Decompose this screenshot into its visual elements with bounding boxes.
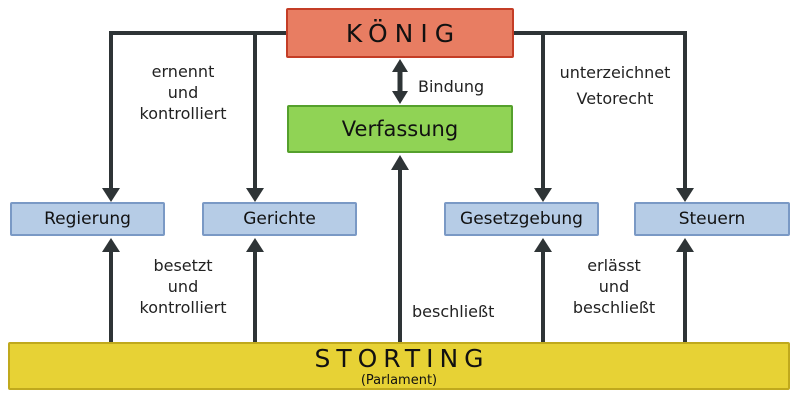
- edge-label-line: und: [167, 83, 199, 102]
- edge-label-line: besetzt: [153, 256, 213, 275]
- arrow-storting-to-gesetzgebung: [534, 238, 552, 342]
- edge-label-erlaesst-und-beschliesst: erlässt und beschließt: [524, 255, 704, 318]
- arrow-koenig-verfassung-bidirectional: [392, 59, 408, 104]
- arrow-koenig-to-steuern: [514, 31, 694, 202]
- arrow-storting-to-steuern: [676, 238, 694, 342]
- edge-label-unterzeichnet-vetorecht: unterzeichnet Vetorecht: [525, 60, 705, 112]
- node-gerichte: Gerichte: [202, 202, 357, 236]
- edge-label-line: und: [167, 277, 199, 296]
- edge-label-beschliesst: beschließt: [406, 301, 522, 322]
- node-gesetzgebung: Gesetzgebung: [444, 202, 599, 236]
- edge-label-besetzt-und-kontrolliert: besetzt und kontrolliert: [93, 255, 273, 318]
- edge-label-line: kontrolliert: [139, 298, 227, 317]
- edge-label-line: und: [598, 277, 630, 296]
- node-regierung: Regierung: [10, 202, 165, 236]
- node-steuern: Steuern: [634, 202, 790, 236]
- edge-label-line: erlässt: [587, 256, 641, 275]
- arrow-storting-to-gerichte: [246, 238, 264, 342]
- storting-subtitle: (Parlament): [360, 372, 438, 388]
- storting-title: STORTING: [314, 343, 490, 373]
- edge-label-line: beschließt: [412, 302, 495, 321]
- edge-label-bindung: Bindung: [418, 76, 508, 97]
- arrow-koenig-to-gesetzgebung: [534, 33, 552, 202]
- edge-label-line: kontrolliert: [139, 104, 227, 123]
- node-verfassung: Verfassung: [287, 105, 513, 153]
- edge-label-line: ernennt: [151, 62, 215, 81]
- arrow-koenig-to-regierung: [102, 31, 286, 202]
- edge-label-line: Bindung: [418, 77, 485, 96]
- node-koenig: KÖNIG: [286, 8, 514, 58]
- arrow-storting-to-regierung: [102, 238, 120, 342]
- arrow-storting-to-verfassung: [391, 155, 409, 342]
- edge-label-ernennt-und-kontrolliert: ernennt und kontrolliert: [93, 61, 273, 124]
- edge-label-line: unterzeichnet: [559, 63, 671, 82]
- edge-label-line: beschließt: [572, 298, 656, 317]
- edge-label-line: Vetorecht: [576, 89, 654, 108]
- arrow-koenig-to-gerichte: [246, 33, 264, 202]
- node-storting: STORTING (Parlament): [8, 342, 790, 390]
